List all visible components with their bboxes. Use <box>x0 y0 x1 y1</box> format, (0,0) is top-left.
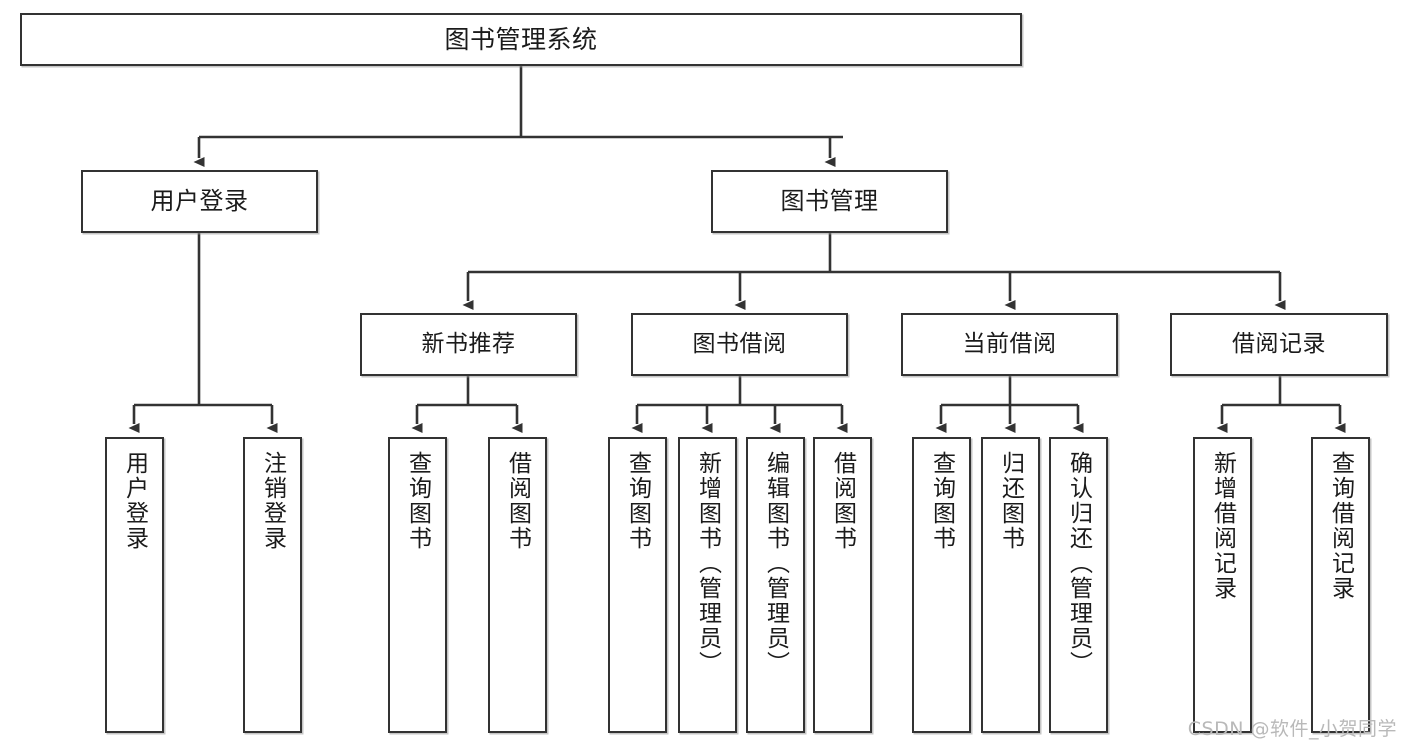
node-label: 编辑图书（管理员） <box>762 451 789 676</box>
node-label: 借阅记录 <box>1232 330 1326 357</box>
node-label: 图书管理 <box>780 187 879 216</box>
node-label: 查询图书 <box>404 451 431 551</box>
node-leaf-edit-book[interactable]: 编辑图书（管理员） <box>746 437 805 733</box>
node-leaf-user-logout[interactable]: 注销登录 <box>243 437 302 733</box>
node-label: 注销登录 <box>259 451 286 551</box>
node-leaf-query-book-2[interactable]: 查询图书 <box>608 437 667 733</box>
node-new-book-rec[interactable]: 新书推荐 <box>360 313 577 376</box>
node-leaf-confirm-return[interactable]: 确认归还（管理员） <box>1049 437 1108 733</box>
node-label: 查询图书 <box>624 451 651 551</box>
node-label: 借阅图书 <box>829 451 856 551</box>
node-label: 新增借阅记录 <box>1209 451 1236 601</box>
node-label: 查询图书 <box>928 451 955 551</box>
node-label: 新书推荐 <box>421 330 516 357</box>
node-leaf-borrow-book-2[interactable]: 借阅图书 <box>813 437 872 733</box>
node-label: 用户登录 <box>150 187 249 216</box>
node-label: 确认归还（管理员） <box>1065 451 1092 676</box>
node-label: 当前借阅 <box>962 330 1057 357</box>
node-label: 归还图书 <box>997 451 1024 551</box>
node-leaf-return-book[interactable]: 归还图书 <box>981 437 1040 733</box>
node-borrow-record[interactable]: 借阅记录 <box>1170 313 1388 376</box>
node-leaf-add-book[interactable]: 新增图书（管理员） <box>678 437 737 733</box>
node-leaf-query-book-3[interactable]: 查询图书 <box>912 437 971 733</box>
node-leaf-user-login[interactable]: 用户登录 <box>105 437 164 733</box>
node-leaf-borrow-book-1[interactable]: 借阅图书 <box>488 437 547 733</box>
node-book-borrow[interactable]: 图书借阅 <box>631 313 848 376</box>
node-label: 图书借阅 <box>692 330 787 357</box>
node-leaf-query-book-1[interactable]: 查询图书 <box>388 437 447 733</box>
node-label: 查询借阅记录 <box>1327 451 1354 601</box>
node-label: 新增图书（管理员） <box>694 451 721 676</box>
node-user-login[interactable]: 用户登录 <box>81 170 318 233</box>
watermark-text: CSDN @软件_小贺同学 <box>1187 718 1397 740</box>
node-root-system[interactable]: 图书管理系统 <box>20 13 1022 66</box>
node-book-manage[interactable]: 图书管理 <box>711 170 948 233</box>
node-label: 借阅图书 <box>504 451 531 551</box>
node-label: 图书管理系统 <box>444 24 598 54</box>
node-current-borrow[interactable]: 当前借阅 <box>901 313 1118 376</box>
node-leaf-query-record[interactable]: 查询借阅记录 <box>1311 437 1370 733</box>
node-leaf-add-record[interactable]: 新增借阅记录 <box>1193 437 1252 733</box>
node-label: 用户登录 <box>121 451 148 551</box>
